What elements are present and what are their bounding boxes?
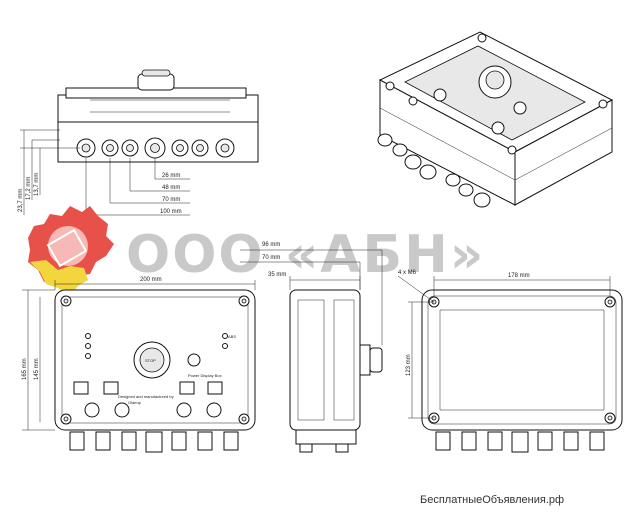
cable-gland-row-top xyxy=(76,137,235,159)
manufacturer-label: Designed and manufactured by xyxy=(118,394,174,399)
dim-178: 178 mm xyxy=(508,273,530,279)
dim-35: 35 mm xyxy=(268,272,286,278)
back-view: 4 x M6 178 mm 123 mm xyxy=(397,270,623,453)
side-view: 96 mm 70 mm 35 mm xyxy=(240,242,383,453)
gear-logo-icon xyxy=(28,206,114,296)
dim-48: 48 mm xyxy=(162,185,180,191)
dim-13-7: 13,7 mm xyxy=(34,173,40,196)
stop-label: STOP xyxy=(145,358,156,363)
power-display-label: Power Display Box xyxy=(188,373,222,378)
dim-26: 26 mm xyxy=(162,173,180,179)
back-cable-glands xyxy=(435,431,605,453)
front-cable-glands xyxy=(69,431,239,453)
company-name: ООО «АБН» xyxy=(126,225,485,285)
dim-17-2: 17,2 mm xyxy=(26,177,32,200)
front-view: ABS STOP Power Display Box Designed and … xyxy=(22,277,256,453)
dim-200: 200 mm xyxy=(140,277,162,283)
dim-70-side: 70 mm xyxy=(262,255,280,261)
dim-70-top: 70 mm xyxy=(162,197,180,203)
maker-name: Oldenp xyxy=(128,400,142,405)
dim-123: 123 mm xyxy=(406,354,412,376)
dim-96: 96 mm xyxy=(262,242,280,248)
dim-165: 165 mm xyxy=(22,358,28,380)
watermark: БесплатныеОбъявления.рф xyxy=(420,494,564,506)
brand-logo: ООО «АБН» xyxy=(28,206,485,296)
side-stop-button xyxy=(369,347,383,373)
dim-4xm6: 4 x M6 xyxy=(398,270,417,276)
dim-145: 145 mm xyxy=(34,358,40,380)
isometric-view xyxy=(377,31,614,208)
dim-100: 100 mm xyxy=(160,209,182,215)
top-view: 26 mm 48 mm 70 mm 100 mm 23,7 mm 17,2 mm… xyxy=(18,69,259,216)
abs-label: ABS xyxy=(228,334,236,339)
dim-23-7: 23,7 mm xyxy=(18,189,24,212)
iso-cable-glands xyxy=(377,133,491,208)
